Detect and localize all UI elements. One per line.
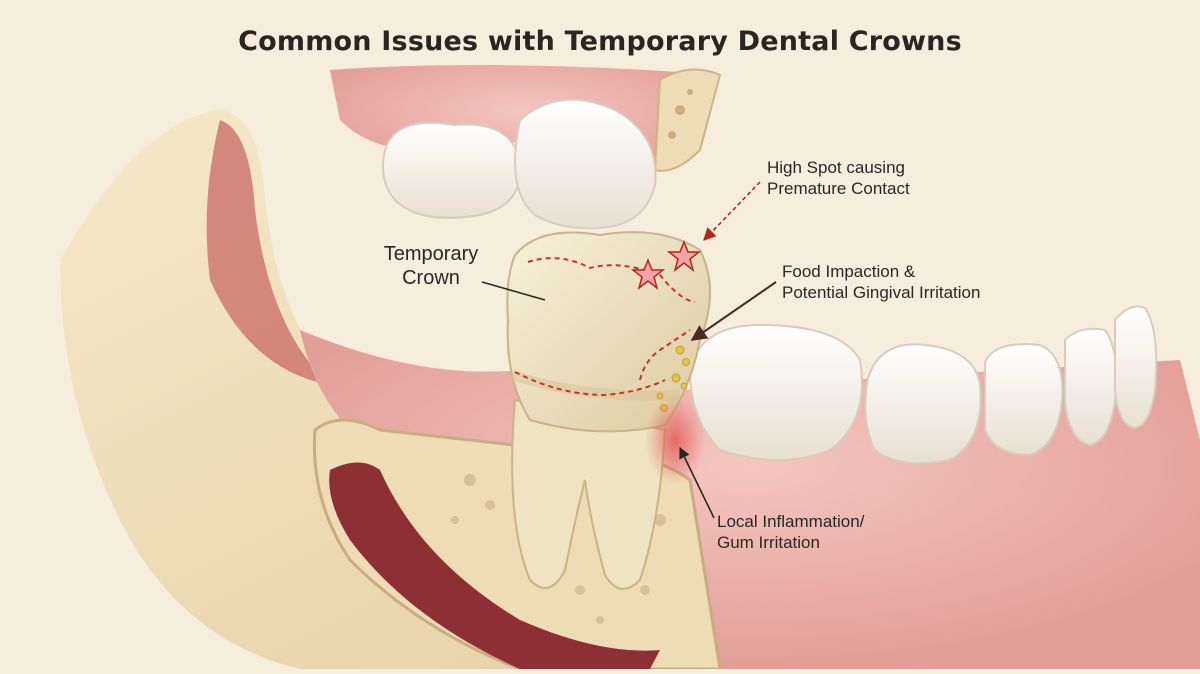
arrow-food-impaction bbox=[690, 281, 777, 341]
problem-outline bbox=[514, 257, 696, 397]
label-line: Premature Contact bbox=[767, 178, 910, 198]
label-inflammation: Local Inflammation/ Gum Irritation bbox=[717, 512, 864, 553]
inflammation-area bbox=[645, 395, 705, 485]
label-temporary-crown: Temporary Crown bbox=[370, 242, 492, 291]
lower-teeth-row bbox=[688, 305, 1158, 465]
lower-molar-neighbor bbox=[688, 323, 863, 461]
label-high-spot: High Spot causing Premature Contact bbox=[767, 158, 910, 199]
label-line: Potential Gingival Irritation bbox=[782, 282, 981, 302]
label-line: Food Impaction & bbox=[782, 262, 916, 281]
leader-temporary-crown bbox=[481, 281, 546, 301]
upper-tooth-right bbox=[514, 98, 657, 230]
label-line: Gum Irritation bbox=[717, 532, 820, 552]
nerve-canal bbox=[329, 462, 660, 669]
star-icon bbox=[630, 257, 666, 290]
label-line: Crown bbox=[402, 267, 460, 290]
high-spot-stars bbox=[630, 239, 702, 290]
label-food-impaction: Food Impaction & Potential Gingival Irri… bbox=[782, 262, 980, 303]
lower-canine bbox=[1064, 327, 1118, 447]
label-line: Temporary bbox=[383, 243, 479, 265]
arrow-inflammation bbox=[679, 446, 715, 519]
star-icon bbox=[666, 239, 702, 272]
tooth-roots bbox=[511, 398, 667, 590]
label-line: High Spot causing bbox=[767, 158, 905, 177]
upper-tooth-left bbox=[382, 121, 522, 219]
upper-bone-section bbox=[653, 68, 722, 172]
label-line: Local Inflammation/ bbox=[717, 512, 865, 531]
lower-incisor bbox=[1114, 305, 1158, 430]
jaw-inner-shade bbox=[206, 120, 330, 385]
page-title: Common Issues with Temporary Dental Crow… bbox=[238, 26, 962, 57]
temporary-crown bbox=[506, 231, 711, 433]
arrow-high-spot bbox=[703, 181, 761, 241]
lower-premolar-1 bbox=[864, 343, 982, 465]
lower-premolar-2 bbox=[984, 343, 1064, 457]
